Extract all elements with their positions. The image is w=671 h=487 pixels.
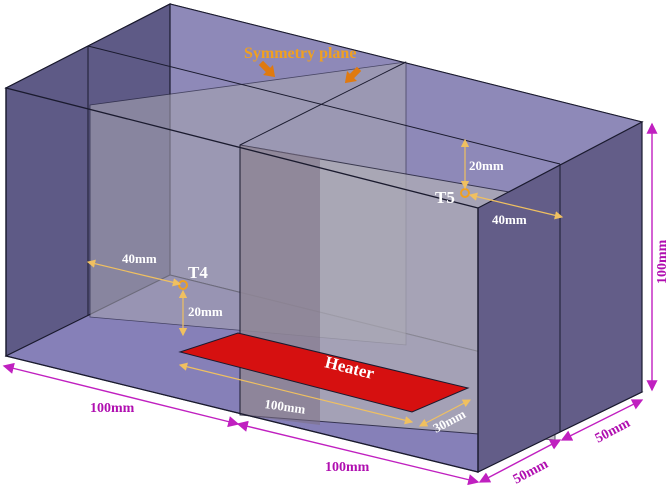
t4-z-dimension-label: 20mm [188,304,223,319]
heater-length-label: 100mm [264,396,307,417]
outer-bottom-left-dim-line [2,362,240,428]
t4-x-dimension-line [86,259,182,287]
symmetry-plane-label: Symmetry plane [244,45,356,62]
outer-depth-front-dim-line [478,439,562,483]
outer-depth-back-dim-line [560,399,644,441]
outer-bottom-right-dim-line [236,420,480,486]
outer-height-label: 100mm [655,239,670,284]
mid-line-top-cross [239,61,407,146]
t4-x-dimension-label: 40mm [122,251,157,266]
mid-line-top [87,45,561,165]
arrow-down-right-icon [344,66,362,84]
t5-z-dimension-label: 20mm [469,158,504,173]
outer-bottom-left-label: 100mm [90,401,135,416]
t5-x-dimension-label: 40mm [492,212,527,227]
t5-x-dimension-line [468,192,564,220]
outer-depth-back-label: 50mm [593,416,633,447]
outer-depth-front-label: 50mm [511,457,551,487]
arrow-down-right-icon [258,60,276,78]
t4-label: T4 [188,263,208,282]
outer-bottom-right-label: 100mm [325,460,370,475]
t5-label: T5 [435,188,455,207]
